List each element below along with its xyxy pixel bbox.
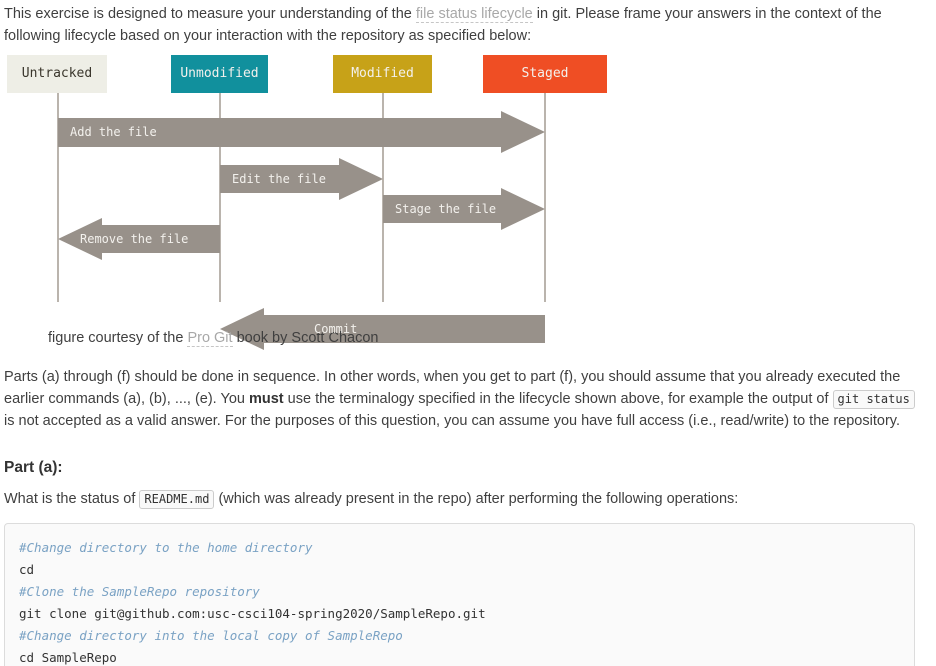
state-box-unmodified: Unmodified (171, 55, 268, 93)
caption-text-after: book by Scott Chacon (232, 330, 379, 346)
arrow-body (264, 315, 545, 343)
arrow-head-right-icon (339, 158, 383, 200)
arrow-head-right-icon (501, 111, 545, 153)
part-a-heading: Part (a): (4, 459, 63, 476)
transition-edit-the-file: Edit the file (220, 158, 383, 200)
parts-text-3: is not accepted as a valid answer. For t… (4, 413, 900, 429)
git-lifecycle-diagram: Untracked Unmodified Modified Staged Add… (4, 55, 620, 350)
transition-label: Add the file (70, 125, 157, 139)
figure-caption: figure courtesy of the Pro Git book by S… (48, 327, 378, 349)
readme-inline-code: README.md (139, 490, 215, 509)
arrow-body (102, 225, 220, 253)
question-text-after: (which was already present in the repo) … (214, 491, 739, 507)
state-box-modified: Modified (333, 55, 432, 93)
state-box-staged: Staged (483, 55, 607, 93)
parts-text-1: Parts (a) through (f) should be done in … (4, 369, 901, 407)
caption-text-before: figure courtesy of the (48, 330, 188, 346)
lifeline-unmodified (219, 93, 221, 302)
intro-text-after: in git. Please frame your answers in the… (4, 6, 882, 44)
pro-git-link[interactable]: Pro Git (187, 330, 233, 347)
arrow-body (58, 118, 501, 147)
arrow-head-right-icon (501, 188, 545, 230)
question-text-before: What is the status of (4, 491, 140, 507)
lifeline-staged (544, 93, 546, 302)
arrow-head-left-icon (58, 218, 102, 260)
arrow-body (383, 195, 501, 223)
transition-commit: Commit (220, 308, 545, 350)
transition-label: Remove the file (80, 232, 189, 246)
transition-label: Edit the file (232, 172, 326, 186)
parts-text-2: use the terminalogy specified in the lif… (283, 391, 833, 407)
git-status-inline-code: git status (832, 390, 915, 409)
intro-text-before: This exercise is designed to measure you… (4, 6, 416, 22)
parts-paragraph: Parts (a) through (f) should be done in … (4, 366, 916, 432)
transition-label: Commit (314, 322, 358, 336)
transition-stage-the-file: Stage the file (383, 188, 545, 230)
code-line: git clone git@github.com:usc-csci104-spr… (19, 606, 486, 621)
must-emphasis: must (248, 391, 284, 407)
transition-label: Stage the file (395, 202, 497, 216)
code-line: #Clone the SampleRepo repository (19, 584, 260, 599)
code-line: cd SampleRepo (19, 650, 117, 665)
intro-paragraph: This exercise is designed to measure you… (4, 3, 916, 47)
arrow-head-left-icon (220, 308, 264, 350)
code-line: cd (19, 562, 35, 577)
file-status-lifecycle-link[interactable]: file status lifecycle (415, 6, 533, 23)
transition-remove-the-file: Remove the file (58, 218, 220, 260)
state-box-untracked: Untracked (7, 55, 107, 93)
question-paragraph: What is the status of README.md (which w… (4, 488, 916, 510)
code-line: #Change directory into the local copy of… (19, 628, 403, 643)
code-block: #Change directory to the home directory … (4, 523, 915, 666)
lifeline-untracked (57, 93, 59, 302)
arrow-body (220, 165, 339, 193)
code-line: #Change directory to the home directory (19, 540, 313, 555)
transition-add-the-file: Add the file (58, 111, 545, 154)
